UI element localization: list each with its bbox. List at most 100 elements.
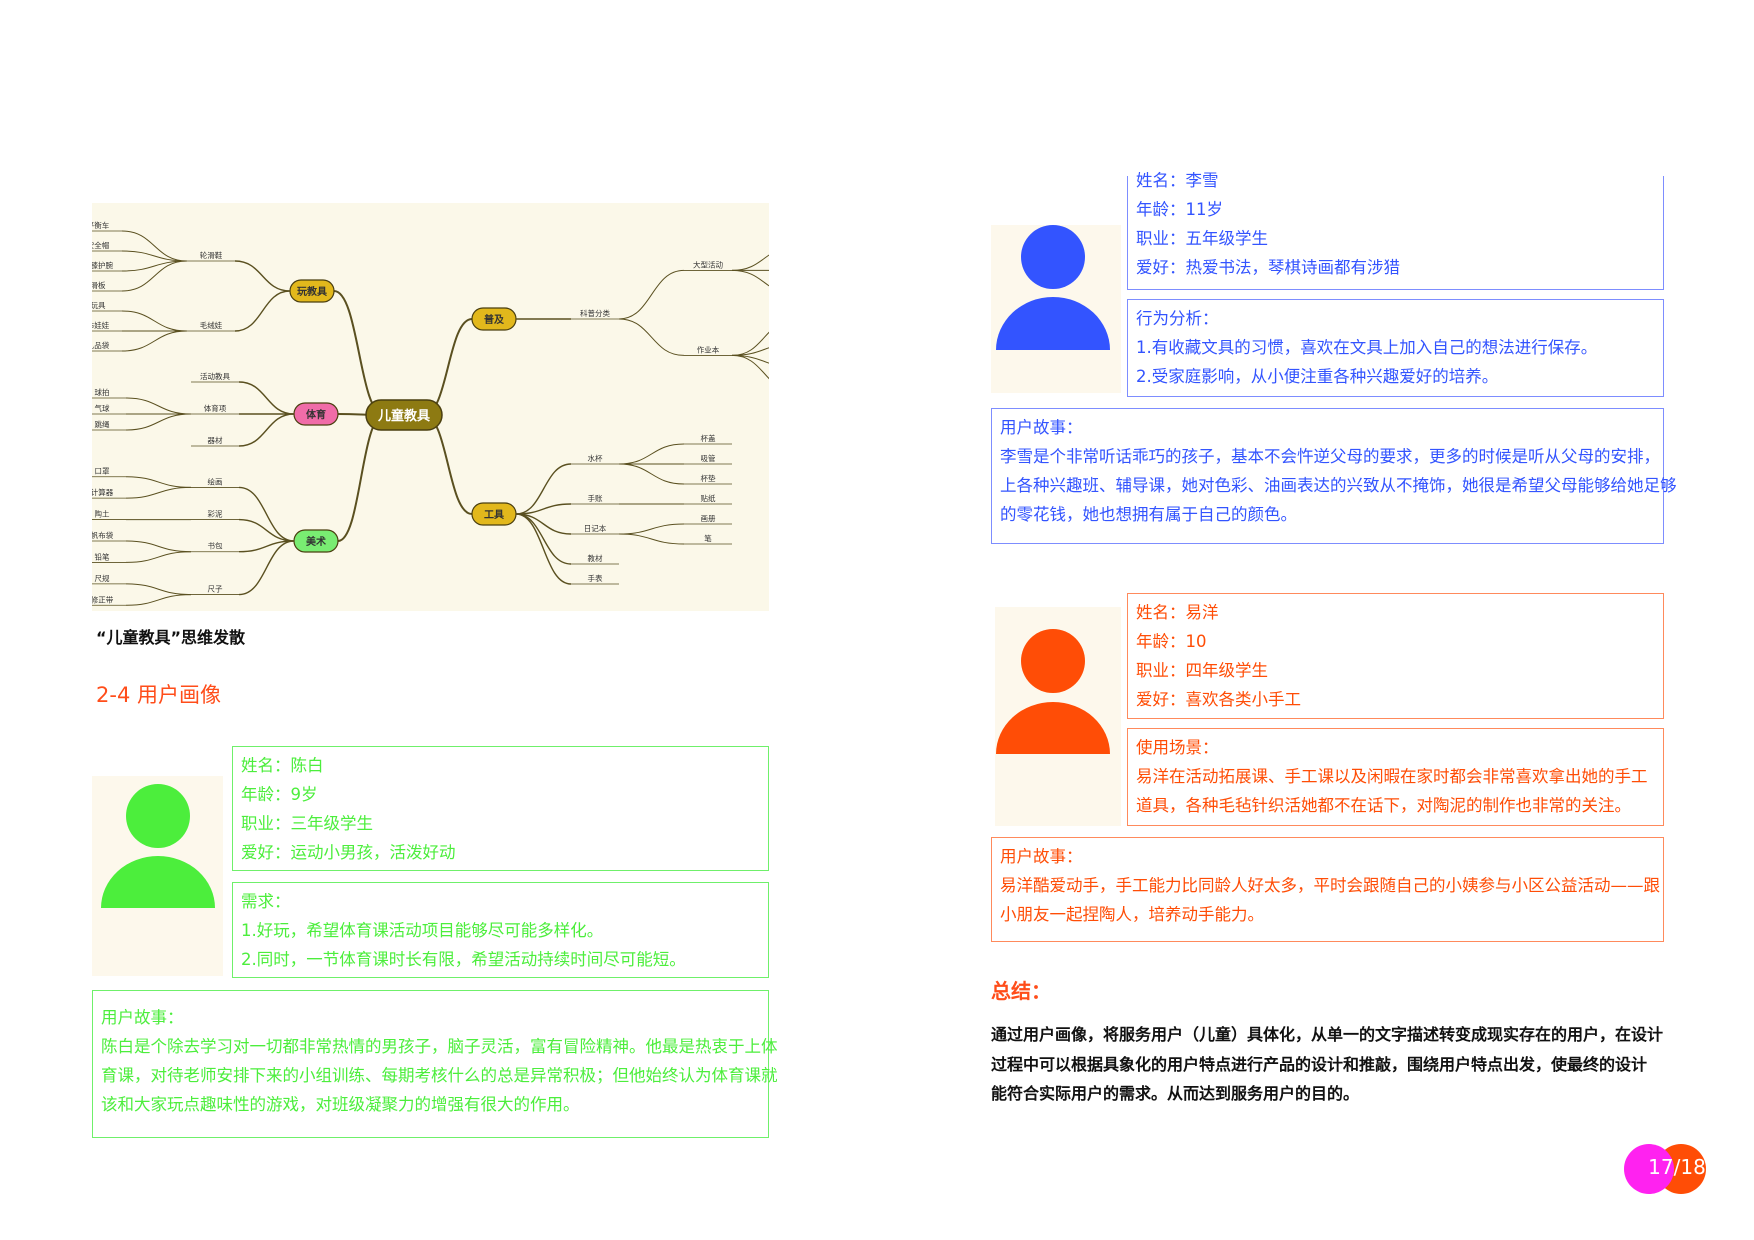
- mindmap-label: 手账: [588, 493, 603, 503]
- mindmap-connector: [125, 540, 192, 553]
- story-line: 陈白是个除去学习对一切都非常热情的男孩子，脑子灵活，富有冒险精神。他最是热衷于上…: [101, 1037, 778, 1056]
- mindmap-label: 铅笔: [95, 551, 110, 561]
- occupation-text: 职业：三年级学生: [241, 814, 373, 833]
- story-title: 用户故事：: [101, 1008, 184, 1027]
- needs-item: 1.好玩，希望体育课活动项目能够尽可能多样化。: [241, 921, 604, 940]
- age-text: 年龄：9岁: [241, 785, 318, 804]
- mindmap-label: 杯垫: [701, 473, 716, 483]
- page-number: 17/18: [1648, 1155, 1706, 1179]
- person-icon: [101, 784, 215, 908]
- avatar-chenbai: [92, 776, 223, 976]
- mindmap-label: 礼品袋: [92, 340, 110, 350]
- mindmap-connector: [121, 260, 188, 292]
- mindmap-label: 教材: [588, 553, 603, 563]
- mindmap-label: 轮滑鞋: [200, 250, 223, 260]
- mindmap-label: 体育: [306, 408, 326, 421]
- mindmap-connector: [618, 318, 685, 356]
- age-text: 年龄：10: [1136, 632, 1207, 651]
- avatar-lixue: [991, 225, 1121, 393]
- mindmap-connector: [515, 463, 572, 515]
- mindmap-caption: “儿童教具”思维发散: [96, 628, 246, 647]
- mindmap-connector: [234, 260, 291, 292]
- mindmap-connector: [125, 413, 192, 431]
- mindmap-connector: [121, 330, 188, 352]
- mindmap-label: 毛绒娃: [200, 320, 223, 330]
- mindmap-label: 科普分类: [580, 308, 610, 318]
- mindmap-connector: [238, 540, 295, 553]
- analysis-title: 行为分析：: [1136, 309, 1219, 328]
- persona-info-chenbai: 姓名：陈白 年龄：9岁 职业：三年级学生 爱好：运动小男孩，活泼好动: [232, 746, 769, 871]
- mindmap-label: 尺子: [208, 585, 223, 594]
- mindmap-label: 尺规: [95, 573, 110, 583]
- mindmap-connector: [731, 354, 769, 364]
- mindmap-label: 笔: [704, 533, 712, 543]
- persona-info-lixue: 姓名：李雪 年龄：11岁 职业：五年级学生 爱好：热爱书法，琴棋诗画都有涉猎: [1127, 171, 1664, 290]
- mindmap-connector: [238, 381, 295, 415]
- avatar-yiyang: [995, 607, 1121, 826]
- mindmap-connector: [618, 533, 685, 545]
- mindmap-connector: [333, 290, 385, 416]
- name-text: 姓名：陈白: [241, 756, 324, 775]
- persona-analysis-lixue: 行为分析： 1.有收藏文具的习惯，喜欢在文具上加入自己的想法进行保存。 2.受家…: [1127, 299, 1664, 397]
- section-title: 2-4 用户画像: [96, 683, 221, 707]
- mindmap-label: 书包: [208, 541, 223, 551]
- occupation-text: 职业：五年级学生: [1136, 229, 1268, 248]
- mindmap-connector: [125, 397, 192, 415]
- story-line: 育课，对待老师安排下来的小组训练、每期考核什么的总是异常积极；但他始终认为体育课…: [101, 1066, 778, 1085]
- hobby-text: 爱好：热爱书法，琴棋诗画都有涉猎: [1136, 258, 1400, 277]
- mindmap-label: 跳绳: [95, 419, 110, 429]
- mindmap-label: 彩泥: [208, 509, 223, 519]
- mindmap-label: 护膝护腕: [92, 260, 113, 270]
- mindmap-connector: [121, 250, 188, 262]
- mindmap-connector: [125, 551, 192, 563]
- mindmap-connector: [238, 413, 295, 447]
- persona-scene-yiyang: 使用场景： 易洋在活动拓展课、手工课以及闲暇在家时都会非常喜欢拿出她的手工 道具…: [1127, 728, 1664, 826]
- story-title: 用户故事：: [1000, 847, 1083, 866]
- mindmap-label: 作业本: [697, 344, 720, 354]
- mindmap-label: 玩具: [92, 301, 106, 310]
- mindmap-label: 日记本: [584, 523, 607, 533]
- mindmap-label: 滑板: [92, 280, 106, 290]
- mindmap-label: 修正带: [92, 594, 114, 604]
- scene-line: 易洋在活动拓展课、手工课以及闲暇在家时都会非常喜欢拿出她的手工: [1136, 767, 1648, 786]
- mindmap-connector: [337, 414, 385, 542]
- summary-text: 通过用户画像，将服务用户（儿童）具体化，从单一的文字描述转变成现实存在的用户，在…: [991, 1020, 1671, 1109]
- story-line: 的零花钱，她也想拥有属于自己的颜色。: [1000, 505, 1297, 524]
- mindmap-label: 活动教具: [200, 371, 230, 381]
- mindmap-connector: [731, 354, 769, 380]
- mindmap-connector: [731, 331, 769, 356]
- mindmap-center-node: [365, 399, 443, 431]
- mindmap-connector: [234, 290, 291, 332]
- mindmap-label: 大型活动: [693, 259, 723, 269]
- name-text: 姓名：易洋: [1136, 603, 1219, 622]
- story-line: 小朋友一起捏陶人，培养动手能力。: [1000, 905, 1264, 924]
- summary-title: 总结：: [991, 979, 1051, 1003]
- persona-needs-chenbai: 需求： 1.好玩，希望体育课活动项目能够尽可能多样化。 2.同时，一节体育课时长…: [232, 882, 769, 978]
- story-title: 用户故事：: [1000, 418, 1083, 437]
- persona-story-lixue: 用户故事： 李雪是个非常听话乖巧的孩子，基本不会忤逆父母的要求，更多的时候是听从…: [991, 408, 1677, 544]
- mindmap-label: 陶土: [95, 509, 110, 519]
- mindmap-image: 玩教具轮滑鞋平衡车安全帽护膝护腕滑板毛绒娃玩具布娃娃礼品袋体育活动教具体育项球拍…: [92, 203, 769, 611]
- page-badge-circle-left: [1624, 1144, 1674, 1194]
- mindmap-connector: [618, 463, 685, 485]
- mindmap-label: 器材: [208, 435, 223, 445]
- mindmap-label: 普及: [484, 313, 505, 326]
- mindmap-label: 布娃娃: [92, 320, 110, 330]
- analysis-item: 2.受家庭影响，从小便注重各种兴趣爱好的培养。: [1136, 367, 1499, 386]
- mindmap-connector: [515, 513, 572, 565]
- mindmap-connector: [731, 347, 769, 356]
- mindmap-label: 吸管: [701, 453, 716, 463]
- story-line: 易洋酷爱动手，手工能力比同龄人好太多，平时会跟随自己的小姨参与小区公益活动——跟: [1000, 876, 1660, 895]
- scene-line: 道具，各种毛毡针织活她都不在话下，对陶泥的制作也非常的关注。: [1136, 796, 1631, 815]
- mindmap-connector: [125, 476, 192, 488]
- mindmap-label: 气球: [95, 403, 110, 413]
- summary-line: 能符合实际用户的需求。从而达到服务用户的目的。: [991, 1084, 1360, 1103]
- mindmap-label: 工具: [484, 509, 504, 521]
- mindmap-label: 平衡车: [92, 220, 110, 230]
- mindmap-connector: [515, 503, 572, 515]
- analysis-item: 1.有收藏文具的习惯，喜欢在文具上加入自己的想法进行保存。: [1136, 338, 1598, 357]
- mindmap-label: 杯盖: [701, 433, 716, 443]
- mindmap-label: 计算器: [92, 487, 114, 497]
- summary-line: 过程中可以根据具象化的用户特点进行产品的设计和推敲，围绕用户特点出发，使最终的设…: [991, 1054, 1648, 1074]
- mindmap-connector: [515, 513, 572, 585]
